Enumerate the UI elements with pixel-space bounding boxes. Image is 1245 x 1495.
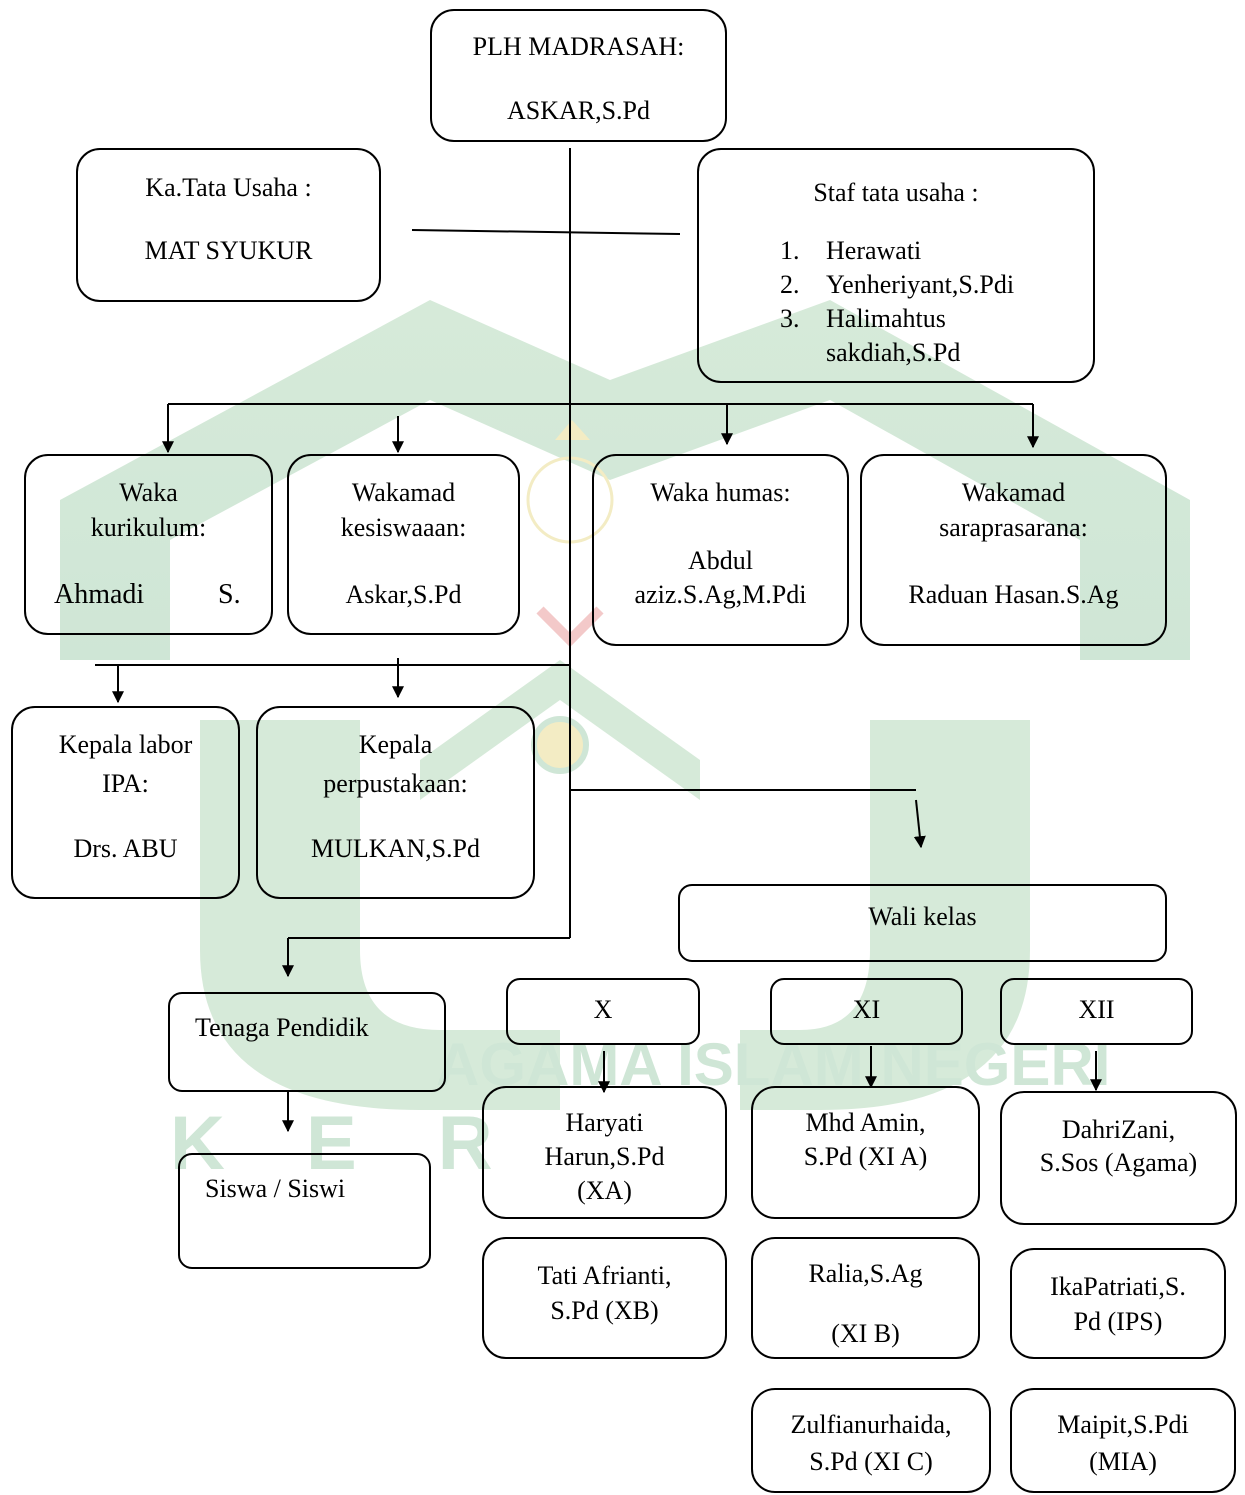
waka-humas-title: Waka humas: bbox=[650, 478, 791, 507]
tenaga-pendidik-title: Tenaga Pendidik bbox=[195, 1013, 369, 1042]
kepala-perpustakaan-line2: perpustakaan: bbox=[323, 769, 468, 798]
teacher-xa-line3: (XA) bbox=[577, 1176, 632, 1205]
grade-xii-box: XII bbox=[1000, 978, 1193, 1045]
head-box: PLH MADRASAH: ASKAR,S.Pd bbox=[430, 9, 727, 142]
staf-member-1-number: 1. bbox=[780, 236, 800, 265]
head-name: ASKAR,S.Pd bbox=[506, 96, 651, 125]
staf-member-3-name-cont: sakdiah,S.Pd bbox=[826, 338, 961, 367]
teacher-xii-ips-box: IkaPatriati,S. Pd (IPS) bbox=[1010, 1248, 1226, 1359]
teacher-xic-box: Zulfianurhaida, S.Pd (XI C) bbox=[751, 1388, 991, 1493]
staf-member-1-name: Herawati bbox=[826, 236, 922, 265]
teacher-xib-line1: Ralia,S.Ag bbox=[808, 1259, 923, 1288]
watermark-tip-icon bbox=[555, 420, 590, 440]
kepala-labor-name: Drs. ABU bbox=[73, 834, 178, 863]
kepala-labor-box: Kepala labor IPA: Drs. ABU bbox=[11, 706, 240, 899]
staf-member-2-number: 2. bbox=[780, 270, 800, 299]
grade-xi-box: XI bbox=[770, 978, 963, 1045]
waka-humas-line1: Abdul bbox=[688, 546, 753, 575]
waka-humas-box: Waka humas: Abdul aziz.S.Ag,M.Pdi bbox=[592, 454, 849, 646]
teacher-xia-line1: Mhd Amin, bbox=[805, 1108, 926, 1137]
kepala-perpustakaan-name: MULKAN,S.Pd bbox=[310, 834, 481, 863]
wakamad-sarpras-line2: saraprasarana: bbox=[939, 513, 1088, 542]
wakamad-sarpras-box: Wakamad saraprasarana: Raduan Hasan.S.Ag bbox=[860, 454, 1167, 646]
staf-tata-usaha-box: Staf tata usaha : 1. Herawati 2. Yenheri… bbox=[697, 148, 1095, 383]
siswa-box: Siswa / Siswi bbox=[178, 1153, 431, 1269]
teacher-xa-box: Haryati Harun,S.Pd (XA) bbox=[482, 1086, 727, 1219]
ka-tata-usaha-box: Ka.Tata Usaha : MAT SYUKUR bbox=[76, 148, 381, 302]
grade-x-box: X bbox=[506, 978, 700, 1045]
wali-kelas-box: Wali kelas bbox=[678, 884, 1167, 962]
ka-tata-usaha-title: Ka.Tata Usaha : bbox=[145, 173, 312, 202]
staf-tata-usaha-title: Staf tata usaha : bbox=[813, 178, 979, 207]
ka-tata-usaha-name: MAT SYUKUR bbox=[144, 236, 313, 265]
staf-member-2-name: Yenheriyant,S.Pdi bbox=[826, 270, 1015, 299]
wakamad-kesiswaan-box: Wakamad kesiswaaan: Askar,S.Pd bbox=[287, 454, 520, 635]
staf-member-3-number: 3. bbox=[780, 304, 800, 333]
waka-kurikulum-line1: Waka bbox=[119, 478, 178, 507]
arrow-wali-kelas bbox=[913, 799, 926, 849]
wakamad-kesiswaan-line2: kesiswaaan: bbox=[340, 513, 467, 542]
watermark-arch-icon bbox=[200, 720, 560, 1110]
watermark-pillar-icon bbox=[420, 660, 700, 800]
waka-kurikulum-box: Waka kurikulum: Ahmadi S. bbox=[24, 454, 273, 635]
kepala-perpustakaan-line1: Kepala bbox=[358, 730, 433, 759]
grade-x-label: X bbox=[593, 995, 613, 1024]
siswa-title: Siswa / Siswi bbox=[205, 1174, 346, 1203]
teacher-xii-mia-line2: (MIA) bbox=[1089, 1447, 1157, 1476]
teacher-xa-line2: Harun,S.Pd bbox=[544, 1142, 665, 1171]
watermark-text-2: K E R bbox=[170, 1101, 523, 1186]
teacher-xia-box: Mhd Amin, S.Pd (XI A) bbox=[751, 1086, 980, 1219]
tenaga-pendidik-box: Tenaga Pendidik bbox=[168, 992, 446, 1092]
waka-humas-line2: aziz.S.Ag,M.Pdi bbox=[634, 580, 807, 609]
staf-member-3-name: Halimahtus bbox=[826, 304, 946, 333]
teacher-xii-agama-box: DahriZani, S.Sos (Agama) bbox=[1000, 1091, 1237, 1225]
teacher-xb-box: Tati Afrianti, S.Pd (XB) bbox=[482, 1237, 727, 1359]
wakamad-sarpras-line1: Wakamad bbox=[961, 478, 1066, 507]
teacher-xii-agama-line2: S.Sos (Agama) bbox=[1039, 1148, 1198, 1177]
teacher-xib-line2: (XI B) bbox=[831, 1319, 900, 1348]
teacher-xa-line1: Haryati bbox=[565, 1108, 644, 1137]
watermark-arch-icon-2 bbox=[740, 720, 1030, 1110]
waka-kurikulum-name-a: Ahmadi bbox=[54, 579, 145, 610]
wakamad-sarpras-name: Raduan Hasan.S.Ag bbox=[908, 580, 1119, 609]
teacher-xii-mia-box: Maipit,S.Pdi (MIA) bbox=[1010, 1388, 1236, 1493]
waka-kurikulum-line2: kurikulum: bbox=[90, 513, 207, 542]
grade-xi-label: XI bbox=[852, 995, 881, 1024]
teacher-xic-line2: S.Pd (XI C) bbox=[809, 1447, 933, 1476]
watermark-roof-icon bbox=[60, 300, 1190, 660]
teacher-xii-mia-line1: Maipit,S.Pdi bbox=[1057, 1410, 1189, 1439]
kepala-labor-line1: Kepala labor bbox=[58, 730, 193, 759]
teacher-xii-ips-line2: Pd (IPS) bbox=[1073, 1307, 1163, 1336]
tata-usaha-line bbox=[411, 229, 681, 235]
wali-kelas-title: Wali kelas bbox=[868, 902, 977, 931]
kepala-perpustakaan-box: Kepala perpustakaan: MULKAN,S.Pd bbox=[256, 706, 535, 899]
kepala-labor-line2: IPA: bbox=[102, 769, 149, 798]
head-title: PLH MADRASAH: bbox=[472, 32, 685, 61]
waka-kurikulum-name-b: S. bbox=[218, 579, 241, 610]
teacher-xib-box: Ralia,S.Ag (XI B) bbox=[751, 1237, 980, 1359]
wakamad-kesiswaan-line1: Wakamad bbox=[351, 478, 456, 507]
teacher-xic-line1: Zulfianurhaida, bbox=[790, 1410, 952, 1439]
wakamad-kesiswaan-name: Askar,S.Pd bbox=[345, 580, 462, 609]
teacher-xb-line1: Tati Afrianti, bbox=[537, 1261, 672, 1290]
teacher-xii-agama-line1: DahriZani, bbox=[1061, 1115, 1176, 1144]
teacher-xb-line2: S.Pd (XB) bbox=[550, 1296, 659, 1325]
grade-xii-label: XII bbox=[1078, 995, 1115, 1024]
teacher-xia-line2: S.Pd (XI A) bbox=[803, 1142, 928, 1171]
teacher-xii-ips-line1: IkaPatriati,S. bbox=[1050, 1272, 1186, 1301]
